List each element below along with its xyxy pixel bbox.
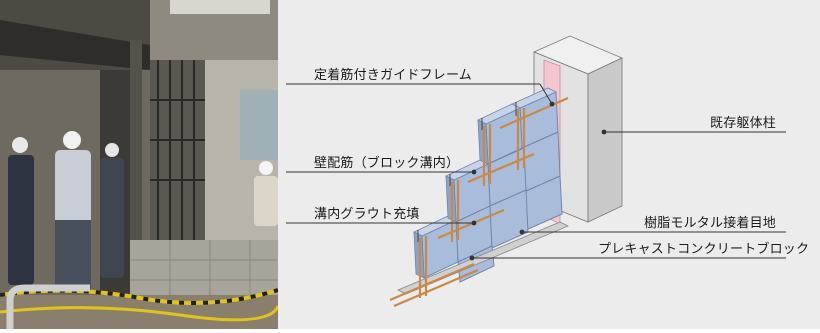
label-wall-rebar: 壁配筋（ブロック溝内） bbox=[314, 156, 460, 171]
label-resin-mortar-joint: 樹脂モルタル接着目地 bbox=[644, 216, 777, 231]
block-wall-diagram: 定着筋付きガイドフレーム 壁配筋（ブロック溝内） 溝内グラウト充填 既存躯体柱 … bbox=[278, 0, 820, 329]
isometric-wall-illustration bbox=[286, 35, 786, 308]
worker-figures bbox=[8, 131, 278, 290]
label-existing-column: 既存躯体柱 bbox=[710, 116, 777, 131]
label-groove-grout: 溝内グラウト充填 bbox=[314, 207, 420, 222]
leader-lines bbox=[286, 83, 786, 259]
construction-photo-illustration bbox=[0, 0, 278, 329]
rebars bbox=[389, 96, 569, 308]
label-guide-frame: 定着筋付きガイドフレーム bbox=[314, 68, 473, 83]
construction-photo bbox=[0, 0, 278, 329]
label-precast-block: プレキャストコンクリートブロック bbox=[598, 242, 810, 257]
